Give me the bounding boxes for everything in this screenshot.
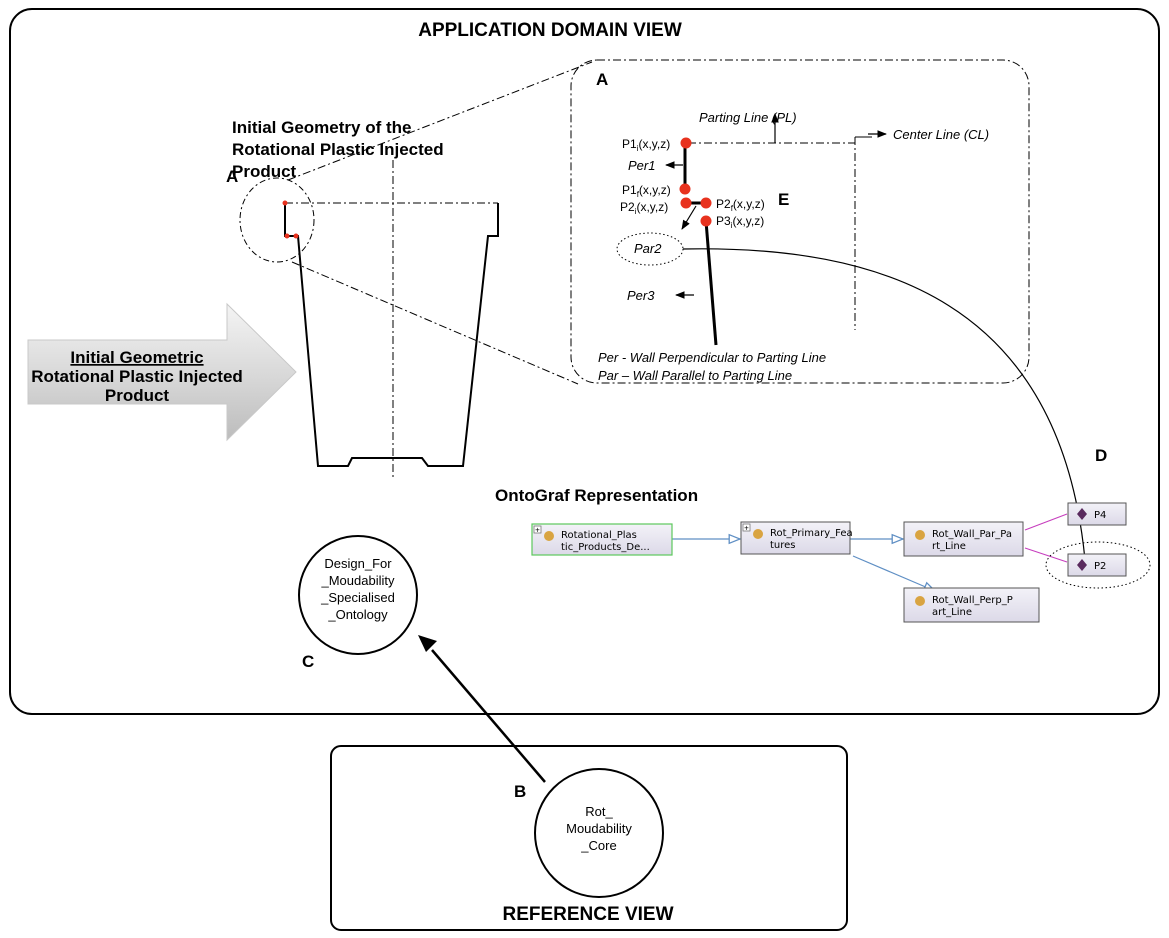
label-p3i: P3i(x,y,z) — [716, 214, 764, 230]
initial-geometry-title-line-1: Initial Geometry of the — [232, 118, 411, 137]
arrow-text-line-3: Product — [105, 386, 170, 405]
per3-label: Per3 — [627, 288, 655, 303]
node-wallpar-line-2: rt_Line — [932, 541, 966, 552]
specialised-ontology-line-3: _Specialised — [320, 590, 395, 605]
node-rot-wall-perp-part-line[interactable]: Rot_Wall_Perp_P art_Line — [903, 587, 1040, 623]
point-p1f — [679, 183, 691, 195]
application-domain-frame — [9, 8, 1160, 715]
node-individual-p4[interactable]: P4 — [1067, 502, 1127, 526]
node-wallperp-line-2: art_Line — [932, 607, 972, 618]
link-curve-par2-to-p2 — [682, 248, 1086, 561]
label-b: B — [514, 782, 526, 801]
node-rot-primary-features[interactable]: + Rot_Primary_Fea tures — [740, 521, 853, 555]
point-p3i — [700, 215, 712, 227]
node-wallpar-line-1: Rot_Wall_Par_Pa — [932, 529, 1012, 540]
class-dot-icon — [915, 530, 925, 540]
initial-geometry-title-line-3: Product — [232, 162, 297, 181]
individual-diamond-icon — [1077, 559, 1087, 571]
label-c: C — [302, 652, 314, 671]
label-p2i: P2i(x,y,z) — [620, 200, 668, 216]
parting-line-label: Parting Line (PL) — [699, 110, 797, 125]
core-ontology-line-2: Moudability — [566, 821, 632, 836]
center-line-label: Center Line (CL) — [893, 127, 989, 142]
p2-highlight-ellipse — [1045, 541, 1151, 589]
per1-label: Per1 — [628, 158, 655, 173]
node-root-line-1: Rotational_Plas — [561, 530, 637, 541]
cup-profile — [284, 202, 499, 467]
reference-view-frame — [330, 745, 848, 931]
ontograf-title: OntoGraf Representation — [495, 486, 698, 505]
label-d: D — [1095, 446, 1107, 465]
point-p2f — [700, 197, 712, 209]
cup-point-1 — [282, 200, 288, 206]
core-ontology-line-3: _Core — [580, 838, 616, 853]
reference-view-title: REFERENCE VIEW — [502, 904, 673, 925]
projection-line-bottom — [291, 261, 579, 385]
edge-primary-wallperp — [852, 555, 935, 591]
specialised-ontology-line-1: Design_For — [324, 556, 392, 571]
core-ontology-circle — [534, 768, 664, 898]
specialised-ontology-circle — [298, 535, 418, 655]
application-domain-title: APPLICATION DOMAIN VIEW — [418, 20, 682, 41]
node-root-line-2: tic_Products_De... — [561, 542, 650, 553]
label-a-left: A — [226, 167, 238, 186]
legend-par: Par – Wall Parallel to Parting Line — [598, 368, 792, 383]
node-rotational-plastic-products[interactable]: + Rotational_Plas tic_Products_De... — [531, 523, 673, 556]
node-wallperp-line-1: Rot_Wall_Perp_P — [932, 595, 1013, 606]
core-ontology-line-1: Rot_ — [585, 804, 613, 819]
wall-per3 — [704, 220, 718, 346]
label-p1f: P1f(x,y,z) — [622, 183, 671, 199]
legend-per: Per - Wall Perpendicular to Parting Line — [598, 350, 826, 365]
cup-point-3 — [293, 233, 299, 239]
specialised-ontology-line-2: _Moudability — [321, 573, 395, 588]
magnifier-circle — [239, 177, 315, 263]
expand-glyph: + — [535, 526, 540, 535]
label-p1i: P1i(x,y,z) — [622, 137, 670, 153]
node-rot-wall-par-part-line[interactable]: Rot_Wall_Par_Pa rt_Line — [903, 521, 1024, 557]
class-dot-icon — [753, 529, 763, 539]
par2-label: Par2 — [634, 241, 662, 256]
par2-arrow — [681, 205, 697, 230]
expand-glyph: + — [744, 524, 749, 533]
individual-diamond-icon — [1077, 508, 1087, 520]
link-core-to-specialised — [431, 649, 546, 783]
specialised-ontology-line-4: _Ontology — [327, 607, 388, 622]
class-dot-icon — [915, 596, 925, 606]
class-dot-icon — [544, 531, 554, 541]
cup-point-2 — [284, 233, 290, 239]
node-individual-p2[interactable]: P2 — [1067, 553, 1127, 577]
point-p2i — [680, 197, 692, 209]
arrow-text-line-2: Rotational Plastic Injected — [31, 367, 243, 386]
edge-wallpar-p4 — [1024, 513, 1068, 531]
label-e: E — [778, 190, 789, 209]
link-arrowhead — [418, 635, 437, 652]
node-primary-line-2: tures — [770, 540, 796, 551]
node-primary-line-1: Rot_Primary_Fea — [770, 528, 853, 539]
node-p2-label: P2 — [1094, 561, 1106, 572]
node-p4-label: P4 — [1094, 510, 1106, 521]
point-p1i — [680, 137, 692, 149]
initial-geometric-arrow — [27, 302, 297, 442]
initial-geometry-title-line-2: Rotational Plastic Injected — [232, 140, 444, 159]
detail-label-a: A — [596, 70, 608, 89]
detail-box-a — [570, 59, 1030, 384]
arrow-text-line-1: Initial Geometric — [70, 348, 203, 367]
label-p2f: P2f(x,y,z) — [716, 197, 765, 213]
edge-wallpar-p2 — [1024, 547, 1068, 563]
projection-line-top — [287, 61, 593, 181]
